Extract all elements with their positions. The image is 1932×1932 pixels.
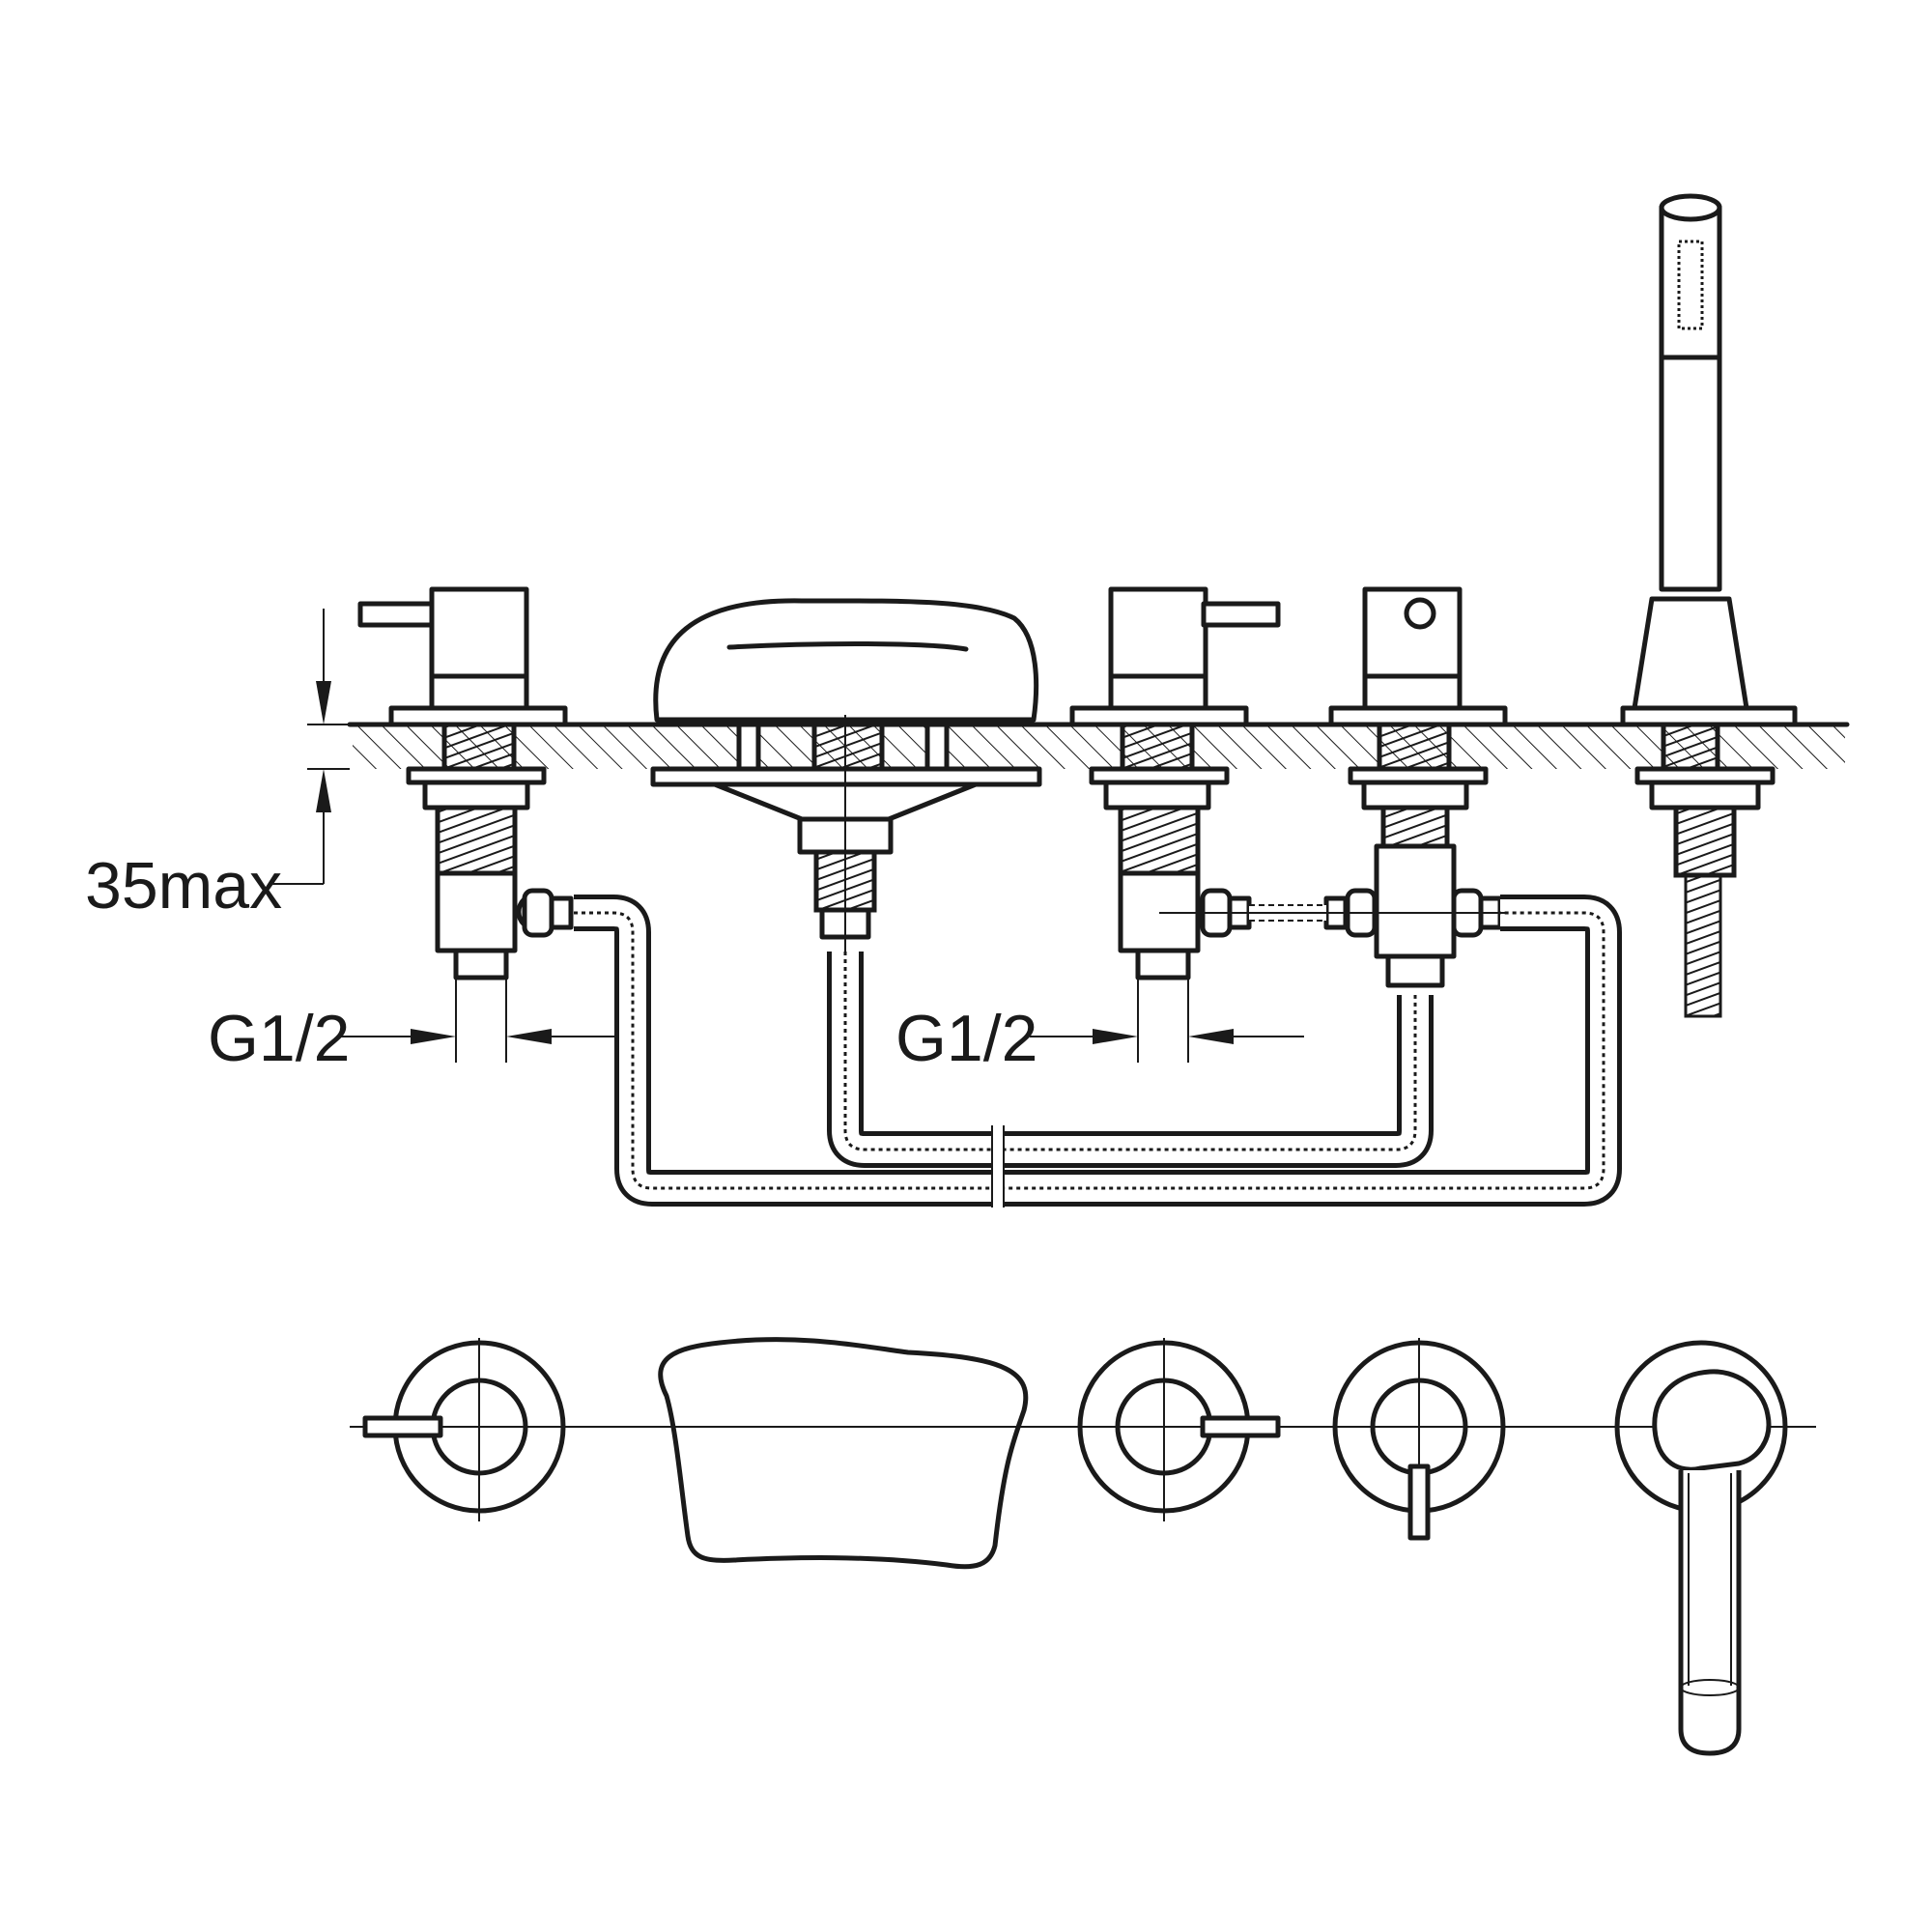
hot-valve-side	[1069, 586, 1281, 980]
flexible-hoses	[574, 895, 1622, 1217]
connection-dimension-right	[1030, 978, 1304, 1063]
cross-pipe	[1159, 904, 1507, 922]
diverter-side	[1323, 586, 1508, 988]
diverter-top	[1332, 1338, 1506, 1541]
connection-label-left: G1/2	[208, 1002, 350, 1075]
deck-section	[347, 722, 1850, 769]
bath-spout-side	[650, 598, 1042, 956]
cold-valve-top	[362, 1338, 566, 1521]
connection-dimension-left	[340, 978, 618, 1063]
hand-shower-top	[1614, 1340, 1788, 1756]
deck-thickness-label: 35max	[85, 849, 282, 923]
hand-shower-side	[1620, 193, 1798, 1018]
hot-valve-top	[1077, 1338, 1281, 1521]
connection-label-right: G1/2	[895, 1002, 1037, 1075]
bath-spout-top	[658, 1337, 1029, 1570]
plan-view	[350, 1337, 1816, 1756]
cold-valve-side	[357, 586, 574, 980]
deck-thickness-dimension	[269, 609, 350, 885]
